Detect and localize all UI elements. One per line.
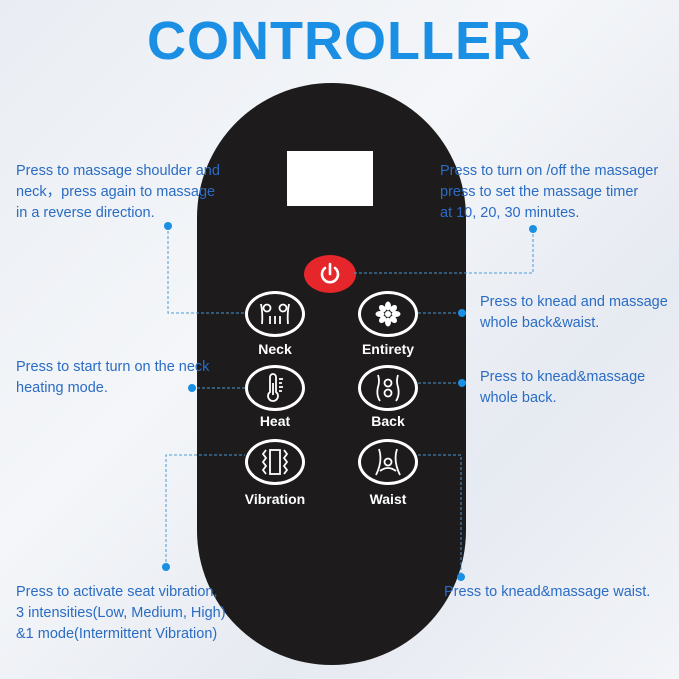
callout-dot	[457, 573, 465, 581]
flower-icon	[375, 301, 401, 327]
neck-label: Neck	[258, 341, 292, 357]
vibration-icon	[261, 449, 289, 475]
callout-dot	[188, 384, 196, 392]
entirety-note: Press to knead and massage whole back&wa…	[480, 292, 668, 334]
power-icon	[320, 262, 340, 284]
callout-dot	[164, 222, 172, 230]
waist-massage-icon	[375, 448, 401, 476]
neck-button[interactable]	[245, 291, 305, 337]
note-line: press to set the massage timer	[440, 184, 639, 200]
back-label: Back	[371, 413, 405, 429]
note-line: &1 mode(Intermittent Vibration)	[16, 626, 218, 642]
waist-label: Waist	[369, 491, 407, 507]
heat-note: Press to start turn on the neck heating …	[16, 357, 209, 399]
note-line: Press to knead and massage	[480, 294, 668, 310]
vibration-label: Vibration	[244, 491, 306, 507]
power-note: Press to turn on /off the massager press…	[440, 161, 658, 224]
page-title: CONTROLLER	[147, 11, 532, 71]
entirety-label: Entirety	[361, 341, 415, 357]
note-line: Press to knead&massage	[480, 369, 646, 385]
entirety-button[interactable]	[358, 291, 418, 337]
note-line: 3 intensities(Low, Medium, High)	[16, 605, 226, 621]
display-screen	[287, 151, 373, 206]
note-line: Press to turn on /off the massager	[440, 163, 659, 179]
back-note: Press to knead&massage whole back.	[480, 367, 645, 409]
heat-label: Heat	[259, 413, 291, 429]
waist-button[interactable]	[358, 439, 418, 485]
callout-dot	[162, 563, 170, 571]
vibration-button[interactable]	[245, 439, 305, 485]
note-line: Press to knead&massage waist.	[444, 584, 651, 600]
note-line: whole back&waist.	[480, 315, 600, 331]
callout-dot	[458, 379, 466, 387]
neck-massage-icon	[260, 303, 290, 325]
note-line: at 10, 20, 30 minutes.	[440, 205, 580, 221]
power-button[interactable]	[304, 255, 356, 293]
note-line: in a reverse direction.	[16, 205, 155, 221]
note-line: Press to activate seat vibration,	[16, 584, 218, 600]
heat-button[interactable]	[245, 365, 305, 411]
note-line: heating mode.	[16, 380, 108, 396]
waist-note: Press to knead&massage waist.	[444, 582, 650, 603]
back-massage-icon	[376, 374, 400, 402]
vibration-note: Press to activate seat vibration, 3 inte…	[16, 582, 226, 645]
callout-dot	[529, 225, 537, 233]
callout-dot	[458, 309, 466, 317]
note-line: whole back.	[480, 390, 557, 406]
note-line: Press to start turn on the neck	[16, 359, 210, 375]
thermometer-icon	[267, 373, 283, 402]
back-button[interactable]	[358, 365, 418, 411]
note-line: neck，press again to massage	[16, 184, 216, 200]
note-line: Press to massage shoulder and	[16, 163, 220, 179]
neck-note: Press to massage shoulder and neck，press…	[16, 161, 220, 224]
